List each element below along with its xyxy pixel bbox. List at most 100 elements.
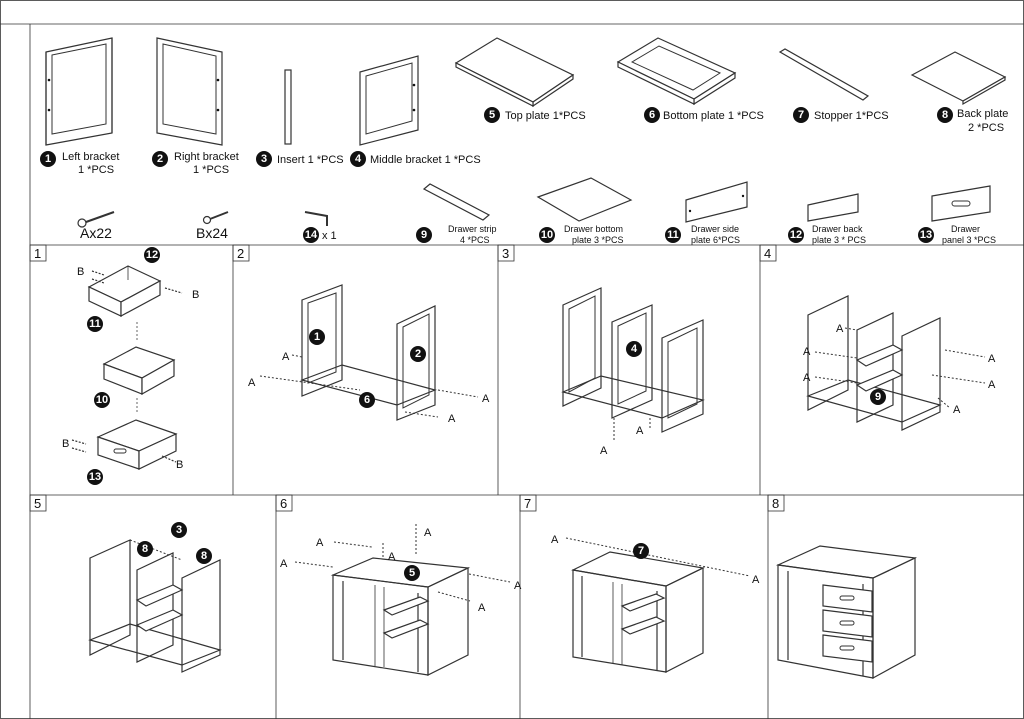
top-plate-drawing [454, 37, 575, 108]
svg-text:A: A [988, 353, 996, 365]
svg-text:Left bracket: Left bracket [62, 151, 119, 163]
part-13-label: 13 Drawer panel 3 *PCS [918, 224, 996, 245]
svg-text:A: A [248, 377, 256, 389]
svg-text:7: 7 [798, 109, 804, 121]
svg-text:A: A [803, 372, 811, 384]
svg-text:plate 6*PCS: plate 6*PCS [691, 235, 740, 245]
svg-text:2 *PCS: 2 *PCS [968, 122, 1004, 134]
svg-text:x 1: x 1 [322, 230, 337, 242]
svg-text:11: 11 [89, 318, 101, 330]
part-1-label: 1 Left bracket 1 *PCS [40, 151, 119, 176]
step-6-number: 6 [275, 494, 293, 512]
part-11-label: 11 Drawer side plate 6*PCS [665, 224, 740, 245]
svg-text:13: 13 [920, 229, 932, 241]
svg-text:2: 2 [237, 246, 244, 261]
svg-text:8: 8 [772, 496, 779, 511]
svg-text:5: 5 [489, 109, 495, 121]
svg-text:8: 8 [942, 109, 948, 121]
svg-text:B: B [192, 289, 199, 301]
svg-text:A: A [482, 393, 490, 405]
step-2-diagram: 1 2 6 A A A A [248, 284, 490, 425]
drawer-strip-drawing [422, 183, 491, 221]
svg-text:A: A [752, 574, 760, 586]
svg-text:panel 3 *PCS: panel 3 *PCS [942, 235, 996, 245]
svg-text:Middle bracket 1 *PCS: Middle bracket 1 *PCS [370, 154, 481, 166]
svg-text:1 *PCS: 1 *PCS [193, 164, 229, 176]
svg-text:A: A [316, 537, 324, 549]
svg-text:6: 6 [649, 109, 655, 121]
svg-text:5: 5 [34, 496, 41, 511]
step-7-number: 7 [519, 494, 537, 512]
hex-key-icon [304, 211, 328, 226]
step-6-diagram: 5 A A A A A A [280, 524, 522, 676]
svg-text:A: A [424, 527, 432, 539]
screw-a-count: Ax22 [80, 225, 112, 241]
svg-text:A: A [514, 580, 522, 592]
right-bracket-drawing [156, 37, 223, 146]
svg-text:12: 12 [790, 229, 802, 241]
stopper-drawing [778, 48, 870, 101]
part-5-label: 5 Top plate 1*PCS [484, 107, 586, 123]
svg-text:7: 7 [638, 545, 644, 557]
svg-text:4: 4 [355, 153, 362, 165]
svg-text:8: 8 [201, 550, 207, 562]
screw-b-count: Bx24 [196, 225, 228, 241]
svg-text:B: B [77, 266, 84, 278]
svg-text:A: A [280, 558, 288, 570]
step-5-diagram: 8 3 8 [88, 522, 222, 673]
svg-text:Top plate 1*PCS: Top plate 1*PCS [505, 110, 586, 122]
svg-text:Insert 1 *PCS: Insert 1 *PCS [277, 154, 344, 166]
svg-text:Stopper 1*PCS: Stopper 1*PCS [814, 110, 889, 122]
screw-b-icon [202, 211, 229, 225]
part-8-label: 8 Back plate 2 *PCS [937, 107, 1008, 134]
svg-text:A: A [388, 551, 396, 563]
svg-text:3: 3 [502, 246, 509, 261]
part-2-label: 2 Right bracket 1 *PCS [152, 151, 239, 176]
svg-text:plate 3 *PCS: plate 3 *PCS [572, 235, 624, 245]
svg-text:10: 10 [96, 394, 108, 406]
svg-text:3: 3 [261, 153, 267, 165]
svg-text:1 *PCS: 1 *PCS [78, 164, 114, 176]
part-9-label: 9 Drawer strip 4 *PCS [416, 224, 497, 245]
svg-text:Drawer side: Drawer side [691, 224, 739, 234]
svg-text:11: 11 [667, 229, 679, 241]
svg-text:B: B [176, 459, 183, 471]
svg-text:A: A [448, 413, 456, 425]
svg-text:13: 13 [89, 471, 101, 483]
part-6-label: 6 Bottom plate 1 *PCS [644, 107, 764, 123]
part-3-label: 3 Insert 1 *PCS [256, 151, 344, 167]
svg-text:Drawer back: Drawer back [812, 224, 863, 234]
svg-text:Drawer: Drawer [951, 224, 980, 234]
svg-text:A: A [803, 346, 811, 358]
svg-text:6: 6 [364, 394, 370, 406]
svg-text:4: 4 [764, 246, 771, 261]
part-7-label: 7 Stopper 1*PCS [793, 107, 889, 123]
part-12-label: 12 Drawer back plate 3 * PCS [788, 224, 866, 245]
svg-text:12: 12 [146, 249, 158, 261]
svg-text:1: 1 [45, 153, 51, 165]
drawer-side-drawing [685, 181, 748, 223]
step-3-diagram: 4 A A [561, 287, 705, 457]
screw-a-icon [77, 211, 115, 228]
insert-drawing [284, 69, 292, 145]
svg-text:4: 4 [631, 343, 638, 355]
svg-text:5: 5 [409, 567, 415, 579]
drawer-back-drawing [807, 193, 859, 222]
svg-text:2: 2 [415, 348, 421, 360]
step-3-number: 3 [497, 244, 515, 262]
svg-text:6: 6 [280, 496, 287, 511]
svg-text:Bottom plate 1 *PCS: Bottom plate 1 *PCS [663, 110, 764, 122]
svg-text:2: 2 [157, 153, 163, 165]
svg-text:Right bracket: Right bracket [174, 151, 239, 163]
step-1-number: 1 [29, 244, 47, 262]
left-bracket-drawing [45, 37, 113, 146]
part-14-label: 14 x 1 [303, 227, 337, 243]
svg-text:8: 8 [142, 543, 148, 555]
svg-text:14: 14 [305, 229, 318, 241]
step-5-number: 5 [29, 494, 47, 512]
svg-text:A: A [551, 534, 559, 546]
svg-text:3: 3 [176, 524, 182, 536]
svg-text:9: 9 [421, 229, 427, 241]
